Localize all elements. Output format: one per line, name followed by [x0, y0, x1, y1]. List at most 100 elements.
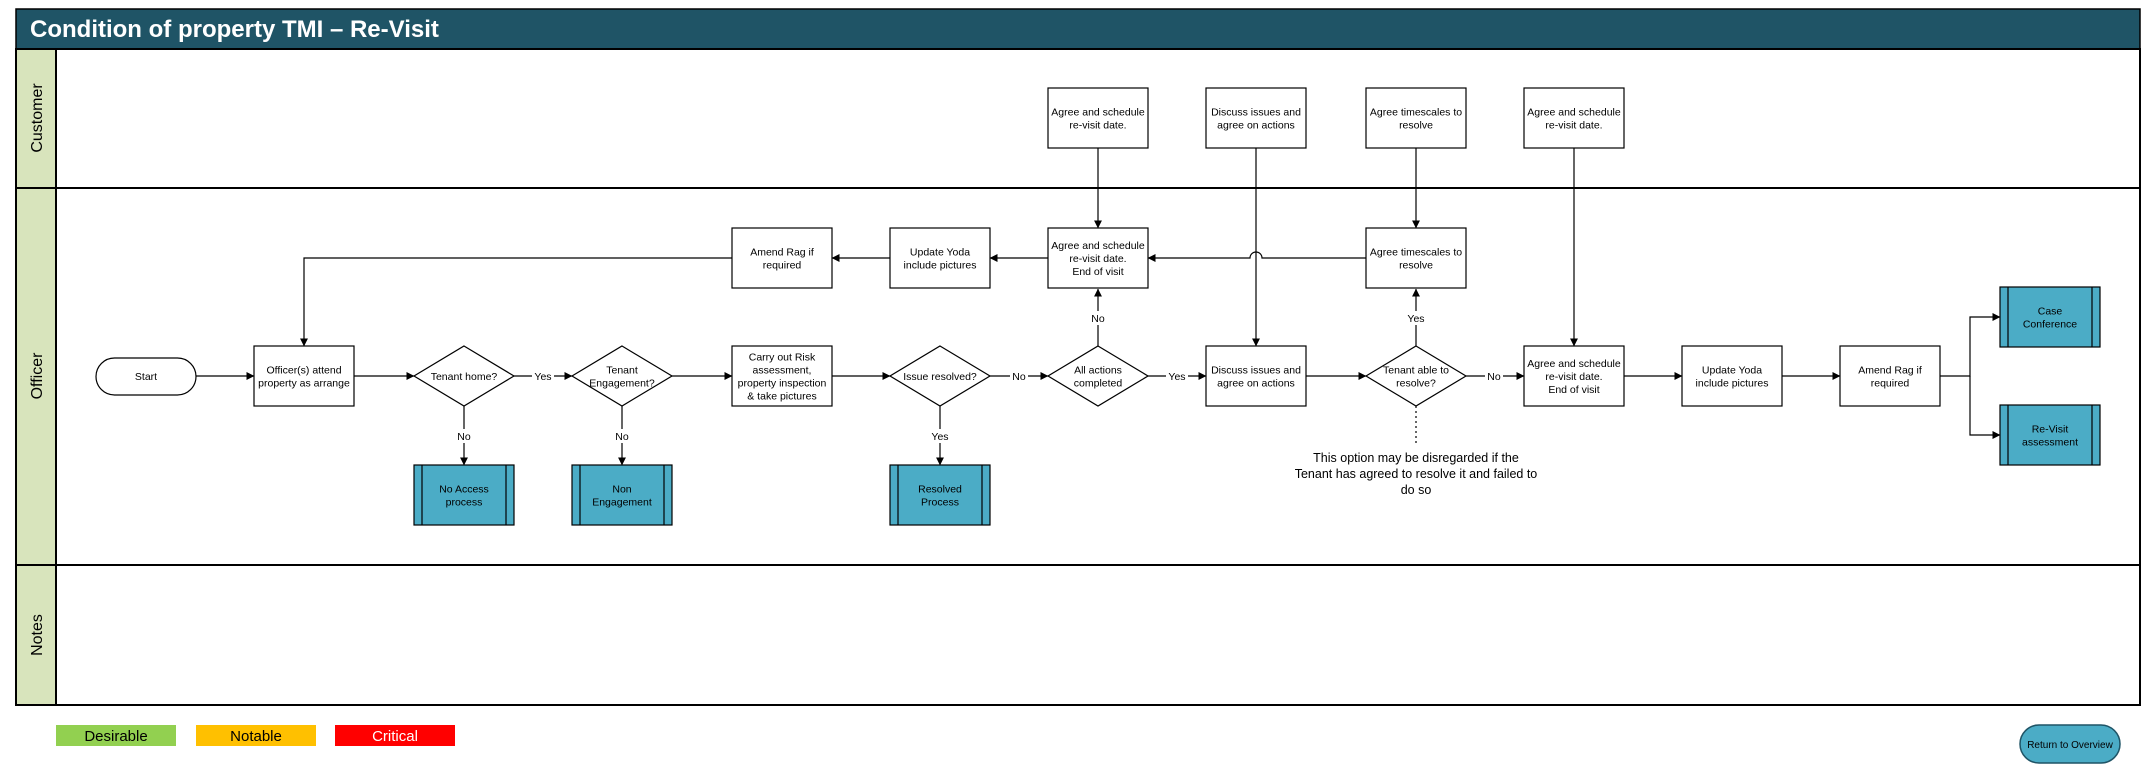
label-line: re-visit date.	[1069, 253, 1126, 265]
return-to-overview-button[interactable]: Return to Overview	[2019, 724, 2121, 764]
return-to-overview-shape[interactable]	[2019, 724, 2121, 764]
return-to-overview-label[interactable]: Return to Overview	[2027, 740, 2113, 751]
legend: Desirable Notable Critical	[56, 725, 455, 746]
label-line: process	[446, 497, 483, 509]
decision-tenant-home[interactable]: Tenant home?	[412, 345, 516, 407]
label-able-yes: Yes	[1407, 313, 1424, 325]
agree-schedule-1-box	[1047, 227, 1149, 289]
resolved-process-box	[889, 464, 991, 526]
label-line: re-visit date.	[1545, 120, 1602, 132]
label-actions-no: No	[1091, 313, 1105, 325]
label-line: Tenant home?	[431, 371, 498, 383]
lane-header-officer	[15, 187, 57, 566]
legend-desirable-label: Desirable	[84, 728, 147, 745]
label-line: required	[1871, 378, 1910, 390]
label-line: assessment,	[753, 365, 812, 377]
label-line: resolve	[1399, 120, 1433, 132]
label-home-yes: Yes	[534, 371, 551, 383]
legend-notable-label: Notable	[230, 728, 282, 745]
label-line: required	[763, 260, 802, 272]
label-line: assessment	[2022, 437, 2078, 449]
no-access-box	[413, 464, 515, 526]
discuss-officer-box	[1205, 345, 1307, 407]
label-line: & take pictures	[747, 391, 816, 403]
label-line: Engagement	[592, 497, 652, 509]
start-terminator	[95, 357, 197, 396]
agree-schedule-2-box	[1523, 345, 1625, 407]
agree-timescales-officer-box	[1365, 227, 1467, 289]
label-line: Agree and schedule	[1051, 240, 1145, 252]
label-line: Engagement?	[589, 378, 655, 390]
label-line: agree on actions	[1217, 120, 1295, 132]
lane-header-notes	[15, 564, 57, 706]
legend-critical-swatch	[335, 725, 455, 746]
customer-agree-schedule-2-box	[1523, 87, 1625, 149]
decision-issue-resolved[interactable]: Issue resolved?	[888, 345, 992, 407]
label-line: re-visit date.	[1545, 371, 1602, 383]
label-line: Agree timescales to	[1370, 107, 1462, 119]
customer-agree-schedule-1-box	[1047, 87, 1149, 149]
label-line: Agree timescales to	[1370, 247, 1462, 259]
attend-box	[253, 345, 355, 407]
label-engagement-no: No	[615, 431, 629, 443]
customer-timescales-box	[1365, 87, 1467, 149]
label-line: Conference	[2023, 319, 2077, 331]
node-label: Start	[135, 371, 157, 383]
label-line: Agree and schedule	[1527, 107, 1621, 119]
risk-box	[731, 345, 833, 407]
legend-critical-label: Critical	[372, 728, 418, 745]
issue-resolved-diamond	[888, 345, 992, 407]
amend-rag-2-box	[1839, 345, 1941, 407]
legend-desirable-swatch	[56, 725, 176, 746]
label-line: Agree and schedule	[1527, 358, 1621, 370]
label-line: resolve?	[1396, 378, 1436, 390]
label-line: Discuss issues and	[1211, 107, 1301, 119]
case-conference-box	[1999, 286, 2101, 348]
revisit-assessment-box	[1999, 404, 2101, 466]
lane-label-officer: Officer	[29, 352, 46, 400]
node-start[interactable]: Start	[95, 357, 197, 396]
node-label: Issue resolved?	[903, 371, 977, 383]
label-line: End of visit	[1072, 266, 1123, 278]
connector-labels: Yes No No Yes No No Yes No Yes	[455, 311, 1503, 443]
label-line: Discuss issues and	[1211, 365, 1301, 377]
lane-notes	[15, 564, 2141, 706]
label-line: Resolved	[918, 484, 962, 496]
label-line: resolve	[1399, 260, 1433, 272]
label-actions-yes: Yes	[1168, 371, 1185, 383]
label-line: Tenant	[606, 365, 638, 377]
